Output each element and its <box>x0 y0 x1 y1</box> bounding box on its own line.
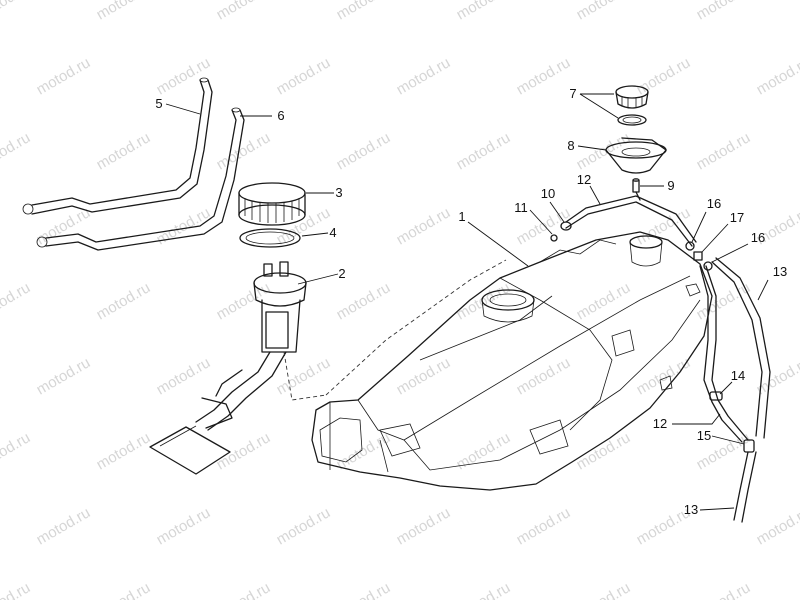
callout-10: 10 <box>541 186 555 201</box>
watermark-text: motod.ru <box>394 504 454 548</box>
watermark-text: motod.ru <box>694 0 754 23</box>
watermark-text: motod.ru <box>334 129 394 173</box>
watermark-text: motod.ru <box>574 279 634 323</box>
watermark-text: motod.ru <box>274 354 334 398</box>
watermark-text: motod.ru <box>574 429 634 473</box>
callout-16-lower: 16 <box>751 230 765 245</box>
watermark-text: motod.ru <box>94 279 154 323</box>
watermark-text: motod.ru <box>574 0 634 23</box>
assembly-dashed-line <box>284 260 506 400</box>
callout-17: 17 <box>730 210 744 225</box>
watermark-text: motod.ru <box>454 0 514 23</box>
watermark-text: motod.ru <box>214 579 274 600</box>
callout-14: 14 <box>731 368 745 383</box>
callout-4: 4 <box>329 225 336 240</box>
watermark-text: motod.ru <box>394 54 454 98</box>
watermark-text: motod.ru <box>0 129 33 173</box>
t-fitting-part-17 <box>694 252 702 260</box>
watermark-text: motod.ru <box>334 579 394 600</box>
watermark-text: motod.ru <box>514 354 574 398</box>
watermark-text: motod.ru <box>454 579 514 600</box>
watermark-text: motod.ru <box>454 129 514 173</box>
watermark-text: motod.ru <box>514 54 574 98</box>
watermark-text: motod.ru <box>34 204 94 248</box>
watermark-text: motod.ru <box>334 279 394 323</box>
watermark-text: motod.ru <box>274 504 334 548</box>
watermark-text: motod.ru <box>514 504 574 548</box>
callout-5: 5 <box>155 96 162 111</box>
lock-ring-part-3 <box>239 183 305 225</box>
watermark-text: motod.ru <box>94 0 154 23</box>
callout-12-bottom: 12 <box>653 416 667 431</box>
watermark-text: motod.ru <box>274 54 334 98</box>
watermark-text: motod.ru <box>214 279 274 323</box>
watermark-text: motod.ru <box>154 204 214 248</box>
watermark-text: motod.ru <box>574 579 634 600</box>
watermark-text: motod.ru <box>0 579 33 600</box>
nipple-part-9 <box>633 179 639 193</box>
watermark-text: motod.ru <box>574 129 634 173</box>
watermark-text: motod.ru <box>0 429 33 473</box>
watermark-text: motod.ru <box>94 579 154 600</box>
callout-3: 3 <box>335 185 342 200</box>
callout-6: 6 <box>277 108 284 123</box>
callout-9: 9 <box>667 178 674 193</box>
watermark-text: motod.ru <box>34 354 94 398</box>
callout-13-right: 13 <box>773 264 787 279</box>
callout-2: 2 <box>338 266 345 281</box>
watermark-text: motod.ru <box>34 54 94 98</box>
watermark-text: motod.ru <box>694 129 754 173</box>
watermark-text: motod.ru <box>634 54 694 98</box>
fitting-part-11 <box>551 235 557 241</box>
watermark-text: motod.ru <box>274 204 334 248</box>
watermark-text: motod.ru <box>334 0 394 23</box>
watermark-text: motod.ru <box>34 504 94 548</box>
callout-13-bottom: 13 <box>684 502 698 517</box>
watermark-text: motod.ru <box>94 429 154 473</box>
callout-8: 8 <box>567 138 574 153</box>
watermark-text: motod.ru <box>454 429 514 473</box>
callout-7: 7 <box>569 86 576 101</box>
fuel-pump-part-2 <box>150 262 306 474</box>
watermark-text: motod.ru <box>754 54 800 98</box>
watermark-text: motod.ru <box>334 429 394 473</box>
watermark-text: motod.ru <box>0 279 33 323</box>
callout-15: 15 <box>697 428 711 443</box>
callout-12-top: 12 <box>577 172 591 187</box>
callout-1: 1 <box>458 209 465 224</box>
watermark-text: motod.ru <box>94 129 154 173</box>
watermark-text: motod.ru <box>214 429 274 473</box>
watermark-text: motod.ru <box>0 0 33 23</box>
watermark-text: motod.ru <box>394 204 454 248</box>
watermark-text: motod.ru <box>754 504 800 548</box>
watermark-text: motod.ru <box>154 354 214 398</box>
watermark-text: motod.ru <box>214 129 274 173</box>
callout-16-top: 16 <box>707 196 721 211</box>
callout-11: 11 <box>514 200 528 215</box>
watermark-text: motod.ru <box>694 579 754 600</box>
watermark-text: motod.ru <box>154 504 214 548</box>
watermark-text: motod.ru <box>214 0 274 23</box>
